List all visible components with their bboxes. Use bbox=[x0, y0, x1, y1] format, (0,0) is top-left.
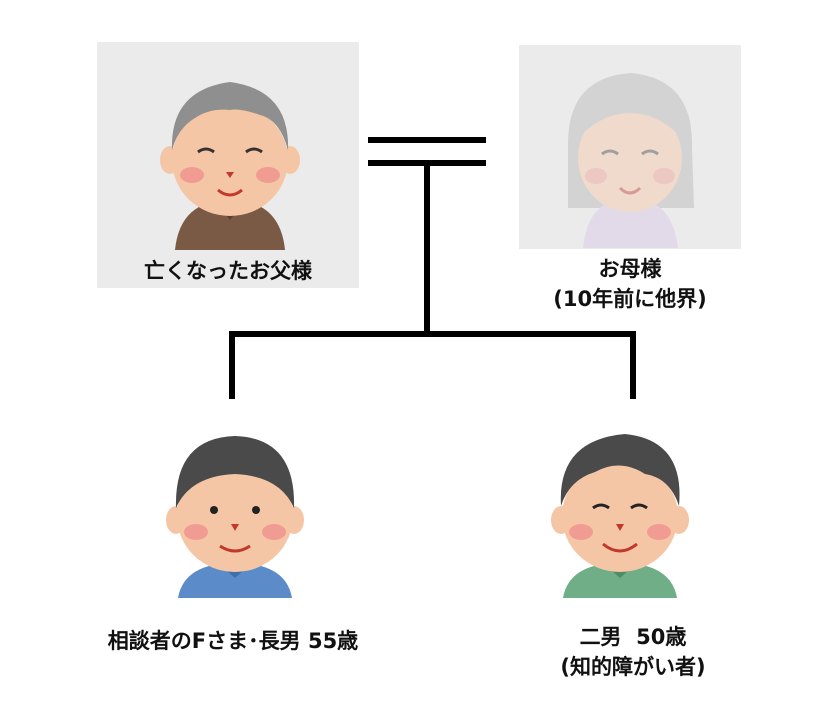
client-drop-line bbox=[229, 331, 235, 399]
family-trunk-line bbox=[424, 166, 430, 334]
brother-figure bbox=[535, 428, 705, 598]
marriage-line-bottom bbox=[368, 160, 486, 166]
client-label: 相談者のFさま･長男 55歳 bbox=[107, 629, 359, 653]
mother-label-name: お母様 bbox=[598, 257, 662, 281]
brother-label-name: 二男 50歳 bbox=[579, 625, 687, 649]
father-label: 亡くなったお父様 bbox=[144, 259, 312, 283]
brother-label: 二男 50歳 (知的障がい者) bbox=[520, 622, 746, 682]
mother-label-note: (10年前に他界) bbox=[553, 287, 707, 311]
mother-figure bbox=[548, 58, 713, 248]
client-figure bbox=[150, 428, 320, 598]
brother-drop-line bbox=[630, 331, 636, 399]
sibling-bar bbox=[229, 331, 636, 337]
elderly-woman-icon bbox=[567, 73, 694, 248]
mother-card bbox=[519, 45, 741, 249]
brother-label-note: (知的障がい者) bbox=[560, 655, 706, 679]
father-figure bbox=[140, 60, 320, 250]
middle-aged-man-icon bbox=[551, 434, 689, 598]
marriage-line-top bbox=[368, 137, 486, 143]
elderly-man-icon bbox=[160, 82, 300, 250]
middle-aged-man-icon bbox=[166, 436, 304, 598]
mother-label: お母様 (10年前に他界) bbox=[519, 254, 741, 314]
